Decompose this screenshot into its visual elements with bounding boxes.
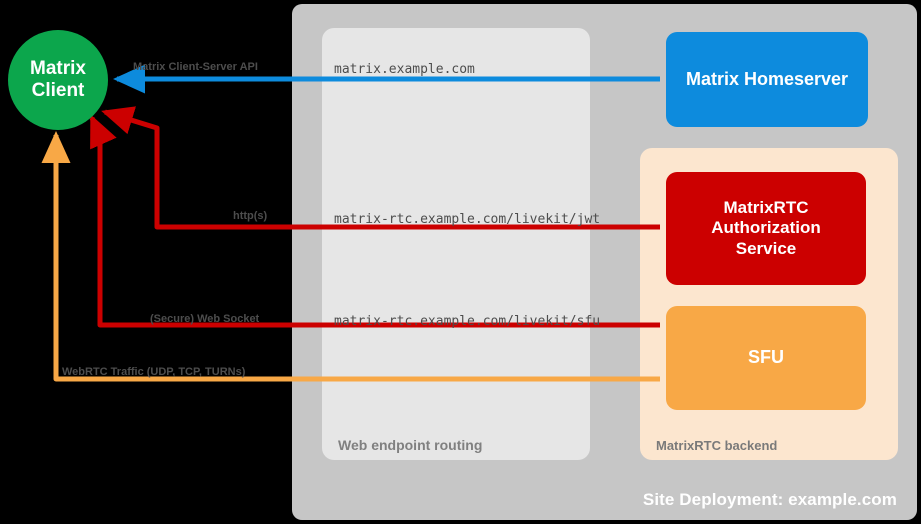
node-matrix-homeserver[interactable]: Matrix Homeserver xyxy=(666,32,868,127)
auth-service-label-line1: MatrixRTC xyxy=(723,197,809,217)
node-matrixrtc-authorization-service[interactable]: MatrixRTC Authorization Service xyxy=(666,172,866,285)
web-endpoint-routing-container xyxy=(322,28,590,460)
endpoint-url-livekit-sfu: matrix-rtc.example.com/livekit/sfu xyxy=(334,314,601,329)
matrix-client-label-line1: Matrix xyxy=(30,58,86,80)
auth-service-label-line3: Service xyxy=(735,238,797,258)
endpoint-url-matrix: matrix.example.com xyxy=(334,62,475,77)
connection-label-https: http(s) xyxy=(233,210,268,222)
sfu-label: SFU xyxy=(748,347,784,368)
connection-label-webrtc-traffic: WebRTC Traffic (UDP, TCP, TURNs) xyxy=(62,366,246,378)
node-sfu[interactable]: SFU xyxy=(666,306,866,410)
node-matrix-client[interactable]: Matrix Client xyxy=(8,30,108,130)
endpoint-url-livekit-jwt: matrix-rtc.example.com/livekit/jwt xyxy=(334,212,601,227)
matrixrtc-backend-title: MatrixRTC backend xyxy=(656,438,778,453)
matrix-homeserver-label: Matrix Homeserver xyxy=(685,68,849,89)
site-deployment-title: Site Deployment: example.com xyxy=(642,490,897,509)
auth-service-label-line2: Authorization xyxy=(711,218,821,238)
connection-label-client-server-api: Matrix Client-Server API xyxy=(133,61,258,73)
web-endpoint-routing-title: Web endpoint routing xyxy=(338,437,483,453)
matrix-client-label-line2: Client xyxy=(31,80,85,101)
connection-label-web-socket: (Secure) Web Socket xyxy=(150,313,260,325)
